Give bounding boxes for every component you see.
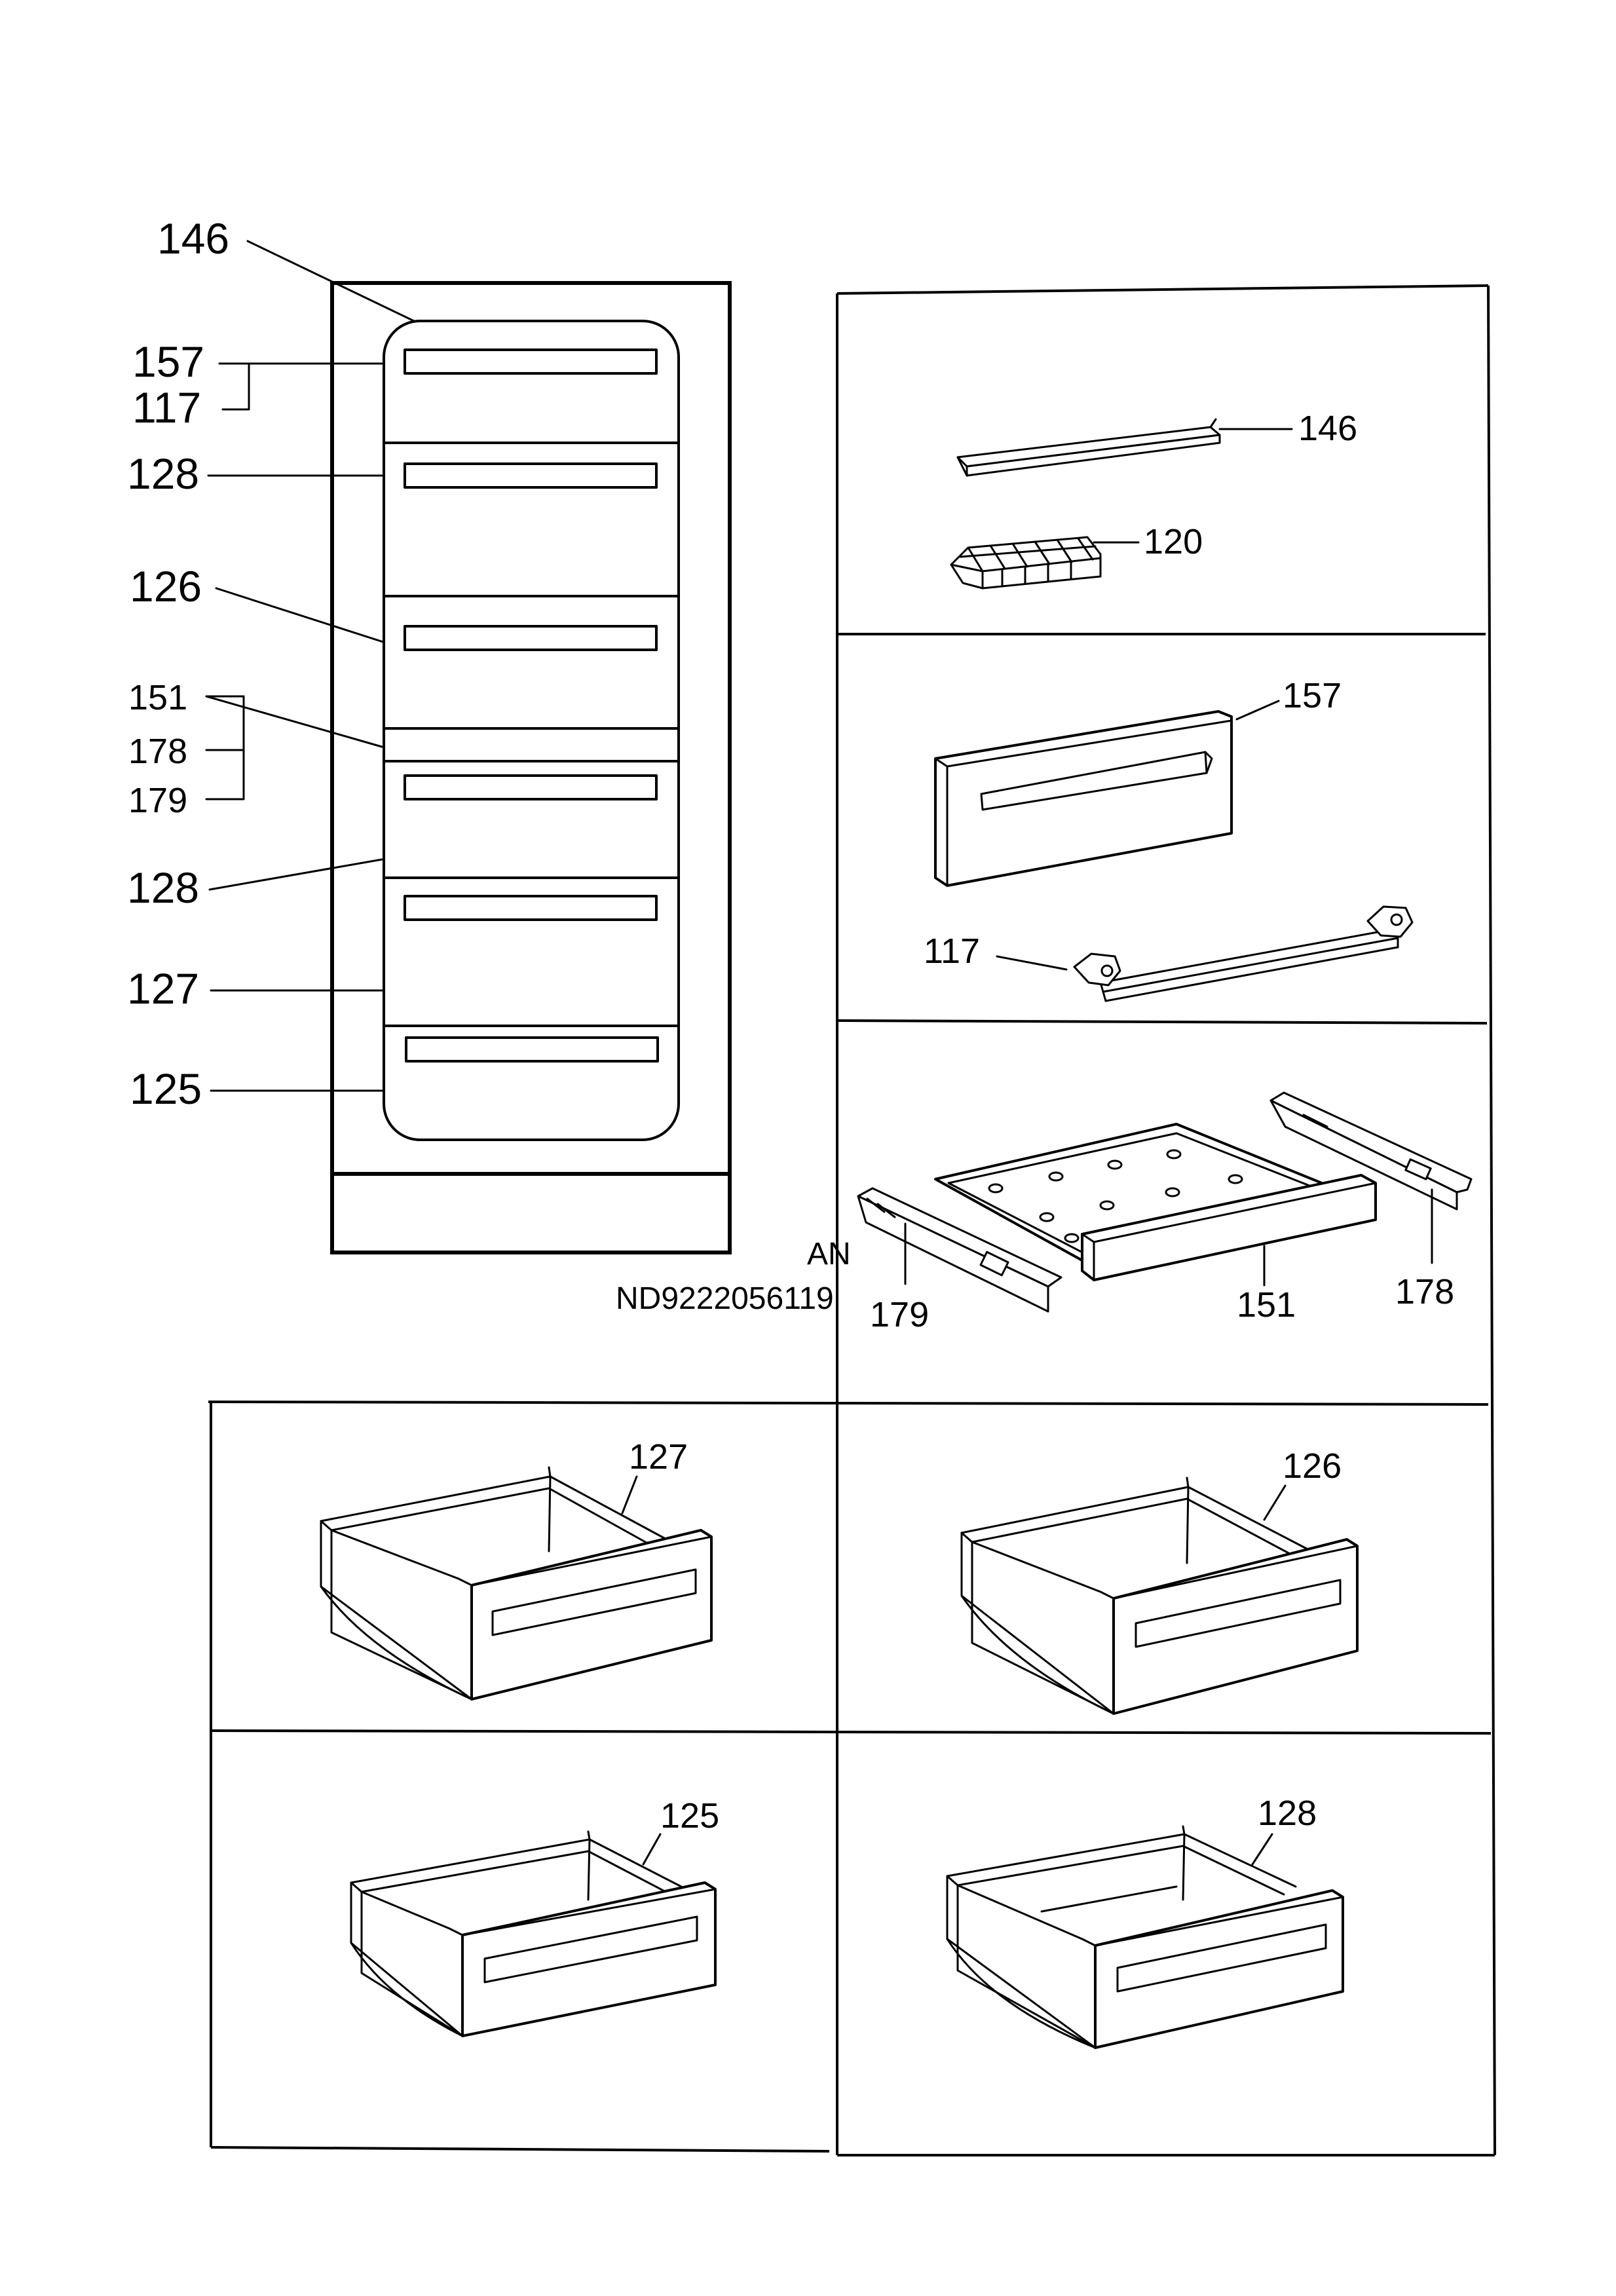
part-label-128: 128 — [1258, 1794, 1317, 1833]
cabinet-outline — [330, 281, 732, 1254]
drawer-handle-1 — [404, 348, 658, 375]
drawer-handle-6 — [405, 1036, 659, 1063]
drawer-handle-4 — [404, 774, 658, 800]
overview-label-157: 157 — [132, 337, 204, 386]
drawer-125 — [350, 1830, 717, 2037]
drawer-front-157 — [934, 710, 1233, 887]
panel-157-117: 157 117 — [924, 676, 1414, 1002]
overview-label-125: 125 — [130, 1064, 202, 1113]
panel-151-178-179: 179 151 178 — [857, 1091, 1473, 1334]
overview-label-128-bottom: 128 — [127, 863, 199, 912]
part-label-127: 127 — [629, 1437, 688, 1477]
part-label-151: 151 — [1237, 1285, 1296, 1325]
freezer-overview: 146 157 117 128 126 151 178 179 128 127 … — [127, 214, 851, 1316]
overview-label-151: 151 — [128, 678, 187, 717]
drawer-127 — [320, 1466, 713, 1701]
part-label-125: 125 — [660, 1796, 719, 1835]
drawer-handle-3 — [404, 625, 658, 651]
part-label-117: 117 — [924, 932, 980, 971]
rail-117 — [1073, 905, 1414, 1002]
diagram-reference-code: ND9222056119 — [616, 1281, 834, 1316]
drawer-handle-5 — [404, 895, 658, 921]
strip-146 — [956, 418, 1221, 477]
overview-label-128-top: 128 — [127, 449, 199, 498]
panel-grid — [208, 284, 1496, 2156]
part-label-157: 157 — [1283, 676, 1342, 715]
front-trim-151 — [1081, 1174, 1377, 1281]
overview-label-126: 126 — [130, 562, 202, 611]
overview-label-179: 179 — [128, 781, 187, 820]
drawer-handle-2 — [404, 462, 658, 489]
ice-tray-120 — [950, 536, 1102, 590]
panel-126: 126 — [960, 1446, 1359, 1715]
drawer-128 — [946, 1825, 1344, 2049]
part-label-146: 146 — [1298, 409, 1357, 448]
panel-128: 128 — [946, 1794, 1344, 2049]
part-label-178: 178 — [1395, 1272, 1454, 1311]
overview-label-178: 178 — [128, 732, 187, 771]
overview-label-117: 117 — [132, 383, 201, 432]
part-label-179: 179 — [870, 1295, 929, 1334]
overview-label-146: 146 — [157, 214, 229, 263]
overview-label-127: 127 — [127, 964, 199, 1013]
drawer-126 — [960, 1477, 1359, 1715]
variant-code: AN — [807, 1237, 851, 1271]
panel-127: 127 — [320, 1437, 713, 1701]
panel-125: 125 — [350, 1796, 719, 2037]
part-label-126: 126 — [1283, 1446, 1342, 1486]
drawer-stack-outline — [383, 320, 680, 1141]
panel-146-120: 146 120 — [950, 409, 1357, 590]
part-label-120: 120 — [1144, 522, 1203, 561]
runner-178 — [1269, 1091, 1473, 1211]
